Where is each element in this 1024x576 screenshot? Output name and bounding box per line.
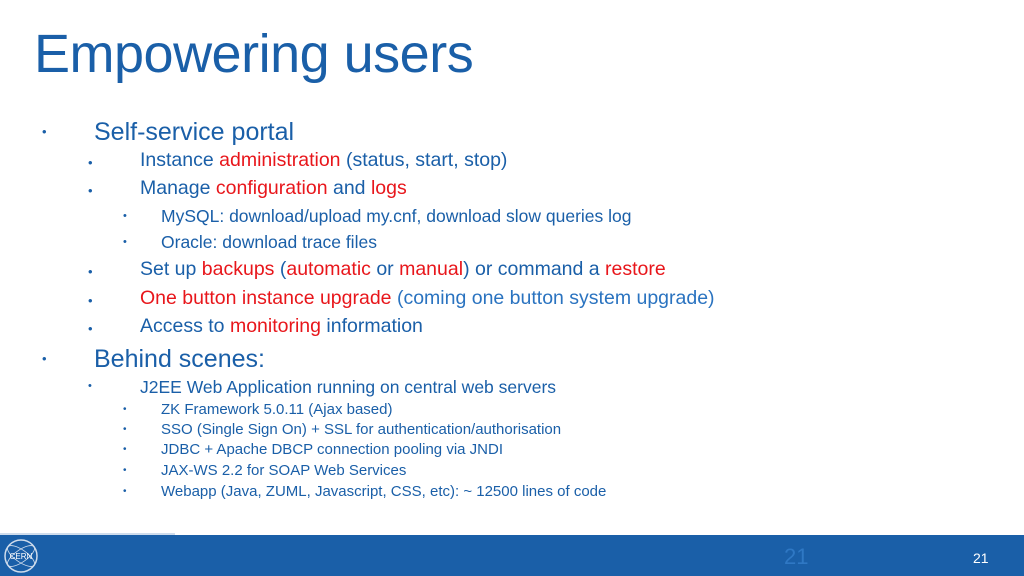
bullet-marker: • xyxy=(88,293,93,308)
bullet-text: Manage configuration and logs xyxy=(140,177,407,199)
page-number: 21 xyxy=(973,550,989,566)
bullet-text: Behind scenes: xyxy=(94,345,265,373)
bullet-text: Set up backups (automatic or manual) or … xyxy=(140,258,666,280)
bullet-marker: • xyxy=(123,465,127,476)
bullet-text: J2EE Web Application running on central … xyxy=(140,377,557,397)
ghost-slide-number: 21 xyxy=(784,544,809,569)
bullet-marker: • xyxy=(42,351,47,366)
bullet-marker: • xyxy=(42,124,47,139)
bullet-marker: • xyxy=(123,444,127,455)
bullet-text: Access to monitoring information xyxy=(140,315,423,337)
bullet-marker: • xyxy=(123,424,127,435)
bullet-text: JDBC + Apache DBCP connection pooling vi… xyxy=(161,441,503,458)
bullet-text: Webapp (Java, ZUML, Javascript, CSS, etc… xyxy=(161,483,607,500)
logo-text: CERN xyxy=(10,552,33,561)
bullet-marker: • xyxy=(123,404,127,415)
cern-logo-icon: CERN xyxy=(4,539,38,573)
bullet-text: SSO (Single Sign On) + SSL for authentic… xyxy=(161,421,562,438)
bullet-text: ZK Framework 5.0.11 (Ajax based) xyxy=(161,401,393,418)
footer-bar xyxy=(0,535,1024,576)
bullet-marker: • xyxy=(123,210,127,222)
bullet-text: Self-service portal xyxy=(94,118,295,146)
footer-divider xyxy=(0,533,175,535)
bullet-text: Instance administration (status, start, … xyxy=(140,149,508,171)
bullet-text: JAX-WS 2.2 for SOAP Web Services xyxy=(161,462,407,479)
bullet-marker: • xyxy=(88,183,93,198)
bullet-marker: • xyxy=(88,264,93,279)
bullet-marker: • xyxy=(88,155,93,170)
bullet-text: One button instance upgrade (coming one … xyxy=(140,287,715,309)
slide-title: Empowering users xyxy=(34,24,474,84)
bullet-marker: • xyxy=(88,380,92,392)
bullet-text: Oracle: download trace files xyxy=(161,232,377,252)
bullet-marker: • xyxy=(88,321,93,336)
bullet-text: MySQL: download/upload my.cnf, download … xyxy=(161,206,632,226)
bullet-marker: • xyxy=(123,486,127,497)
bullet-marker: • xyxy=(123,236,127,248)
